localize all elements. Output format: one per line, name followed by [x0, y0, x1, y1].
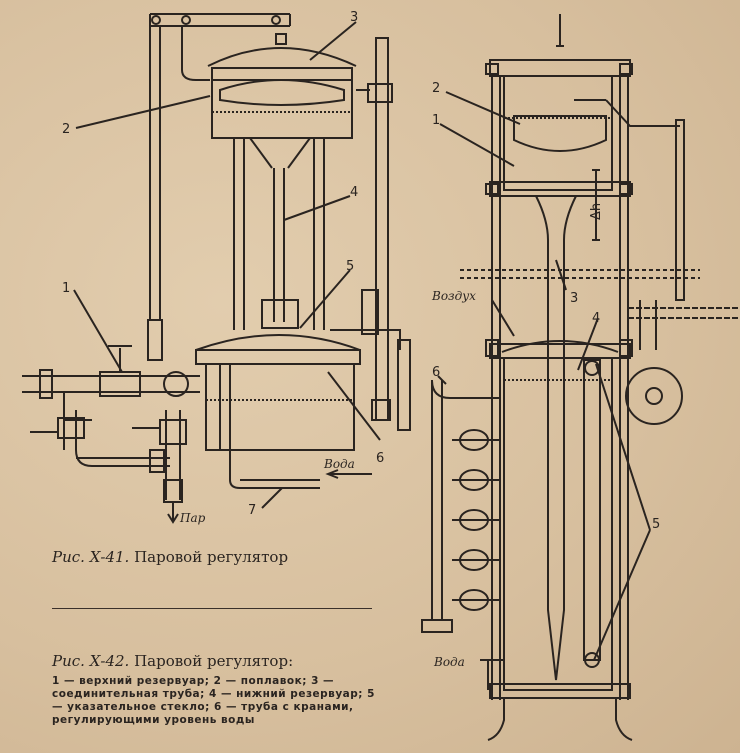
caption-41-text: Паровой регулятор [134, 548, 289, 566]
caption-41-number: Рис. Х-41. [52, 548, 130, 566]
fig42-water-label: Вода [433, 655, 465, 669]
fig42-delta-h-label: Δh [589, 203, 604, 220]
fig41-label-2: 2 [62, 122, 70, 137]
fig41-water-label: Вода [323, 457, 355, 471]
fig41-steam-label: Пар [179, 511, 206, 525]
caption-42-text: Паровой регулятор: [134, 652, 294, 670]
fig42-label-2: 2 [432, 81, 440, 96]
caption-42-number: Рис. Х-42. [52, 652, 130, 670]
fig41-label-3: 3 [350, 10, 358, 25]
fig41-label-7: 7 [248, 503, 256, 518]
fig42-air-label: Воздух [431, 289, 476, 303]
fig42-label-6: 6 [432, 365, 440, 380]
figure-42-legend: 1 — верхний резервуар; 2 — поплавок; 3 —… [52, 675, 375, 726]
fig42-label-5: 5 [652, 517, 660, 532]
fig41-drawing [22, 13, 411, 524]
figure-caption-41: Рис. Х-41. Паровой регулятор [52, 548, 288, 566]
fig42-label-1: 1 [432, 113, 440, 128]
fig41-label-4: 4 [350, 185, 358, 200]
fig41-label-1: 1 [62, 281, 70, 296]
section-divider [52, 608, 372, 609]
fig42-label-4: 4 [592, 311, 600, 326]
fig42-label-3: 3 [570, 291, 578, 306]
fig42-drawing [421, 14, 740, 741]
figure-caption-42: Рис. Х-42. Паровой регулятор: [52, 652, 293, 670]
fig41-label-6: 6 [376, 451, 384, 466]
fig41-label-5: 5 [346, 259, 354, 274]
